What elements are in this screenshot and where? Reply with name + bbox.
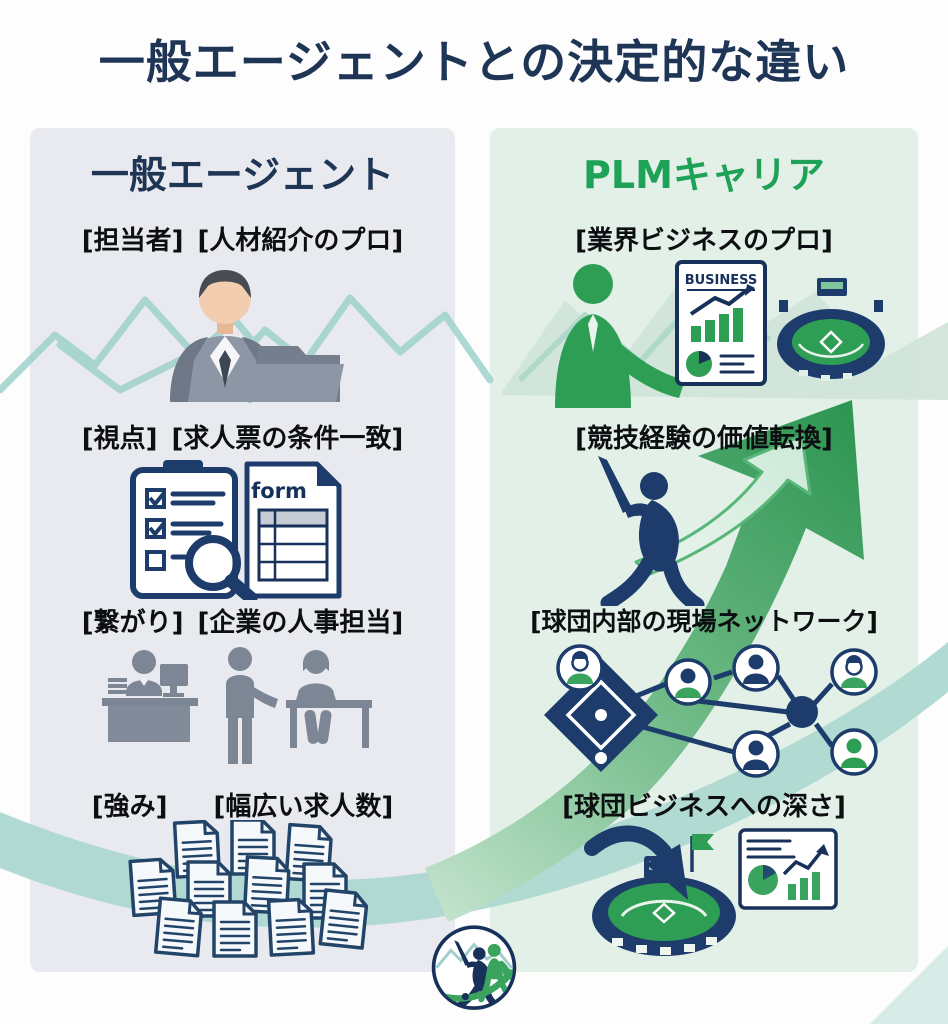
left-row2-value: [求人票の条件一致] [171,424,404,454]
right-row4-value: [球団ビジネスへの深さ] [562,792,846,822]
right-row3-value: [球団内部の現場ネットワーク] [530,607,878,636]
form-document-icon: form [244,461,342,599]
right-row1-value: [業界ビジネスのプロ] [575,226,833,256]
hr-woman-desk-icon [286,650,372,748]
panel-left-content: 一般エージェント [担当者] [人材紹介のプロ] [視点] [求人票の条件一致] [… [30,128,455,972]
left-row2-tag: [視点] [81,424,158,454]
hr-man-desk-icon [102,650,198,742]
folder-icon [254,346,344,402]
green-businessman-icon [555,264,685,408]
right-row2-value: [競技経験の価値転換] [575,424,833,454]
business-document-icon: BUSINESS [675,260,767,386]
left-row1-value: [人材紹介のプロ] [197,226,404,256]
right-row3-label: [球団内部の現場ネットワーク] [490,602,918,638]
left-row1-tag: [担当者] [81,226,184,256]
standing-person-icon [226,647,278,764]
right-header: PLMキャリア [583,153,825,197]
stadium-icon [777,278,885,381]
avatar-exec-icon [732,644,780,692]
left-row2-label: [視点] [求人票の条件一致] [30,418,455,455]
logo-badge [431,925,517,1010]
logo-ball-icon [461,992,469,1001]
right-row4-label: [球団ビジネスへの深さ] [490,786,918,823]
avatar-scout-icon [732,730,780,778]
left-header: 一般エージェント [90,153,395,197]
batter-icon [568,456,728,606]
form-label: form [251,479,307,503]
right-row2-label: [競技経験の価値転換] [490,418,918,455]
logo-arrowhead-icon [501,967,513,984]
left-row3-value: [企業の人事担当] [197,608,404,638]
recruiter-folder-icon [130,260,350,402]
page-title: 一般エージェントとの決定的な違い [98,35,850,89]
avatar-manager-icon [830,648,878,696]
business-label: BUSINESS [685,273,758,288]
left-row1-label: [担当者] [人材紹介のプロ] [30,220,455,257]
left-row3-label: [繋がり] [企業の人事担当] [30,602,455,639]
avatar-member-icon [830,728,878,776]
right-row1-label: [業界ビジネスのプロ] [490,220,918,257]
office-staff-icon [100,646,380,774]
avatar-staff-icon [664,658,712,706]
club-business-icon [582,820,842,960]
left-row4-tag: [強み] [91,792,168,822]
network-hub-icon [786,696,818,728]
analytics-card-icon [738,828,838,910]
magnifier-icon [185,535,258,600]
left-row4-value: [幅広い求人数] [213,792,394,822]
avatar-coach-icon [556,644,604,692]
left-row4-label: [強み] [幅広い求人数] [30,786,455,823]
documents-stack-icon [118,820,368,958]
network-icon [528,640,888,780]
industry-pro-icon: BUSINESS [545,258,885,408]
left-row3-tag: [繋がり] [81,608,184,638]
checklist-form-icon: form [125,458,360,600]
panel-right-content: PLMキャリア [業界ビジネスのプロ] [競技経験の価値転換] [球団内部の現場… [490,128,918,972]
